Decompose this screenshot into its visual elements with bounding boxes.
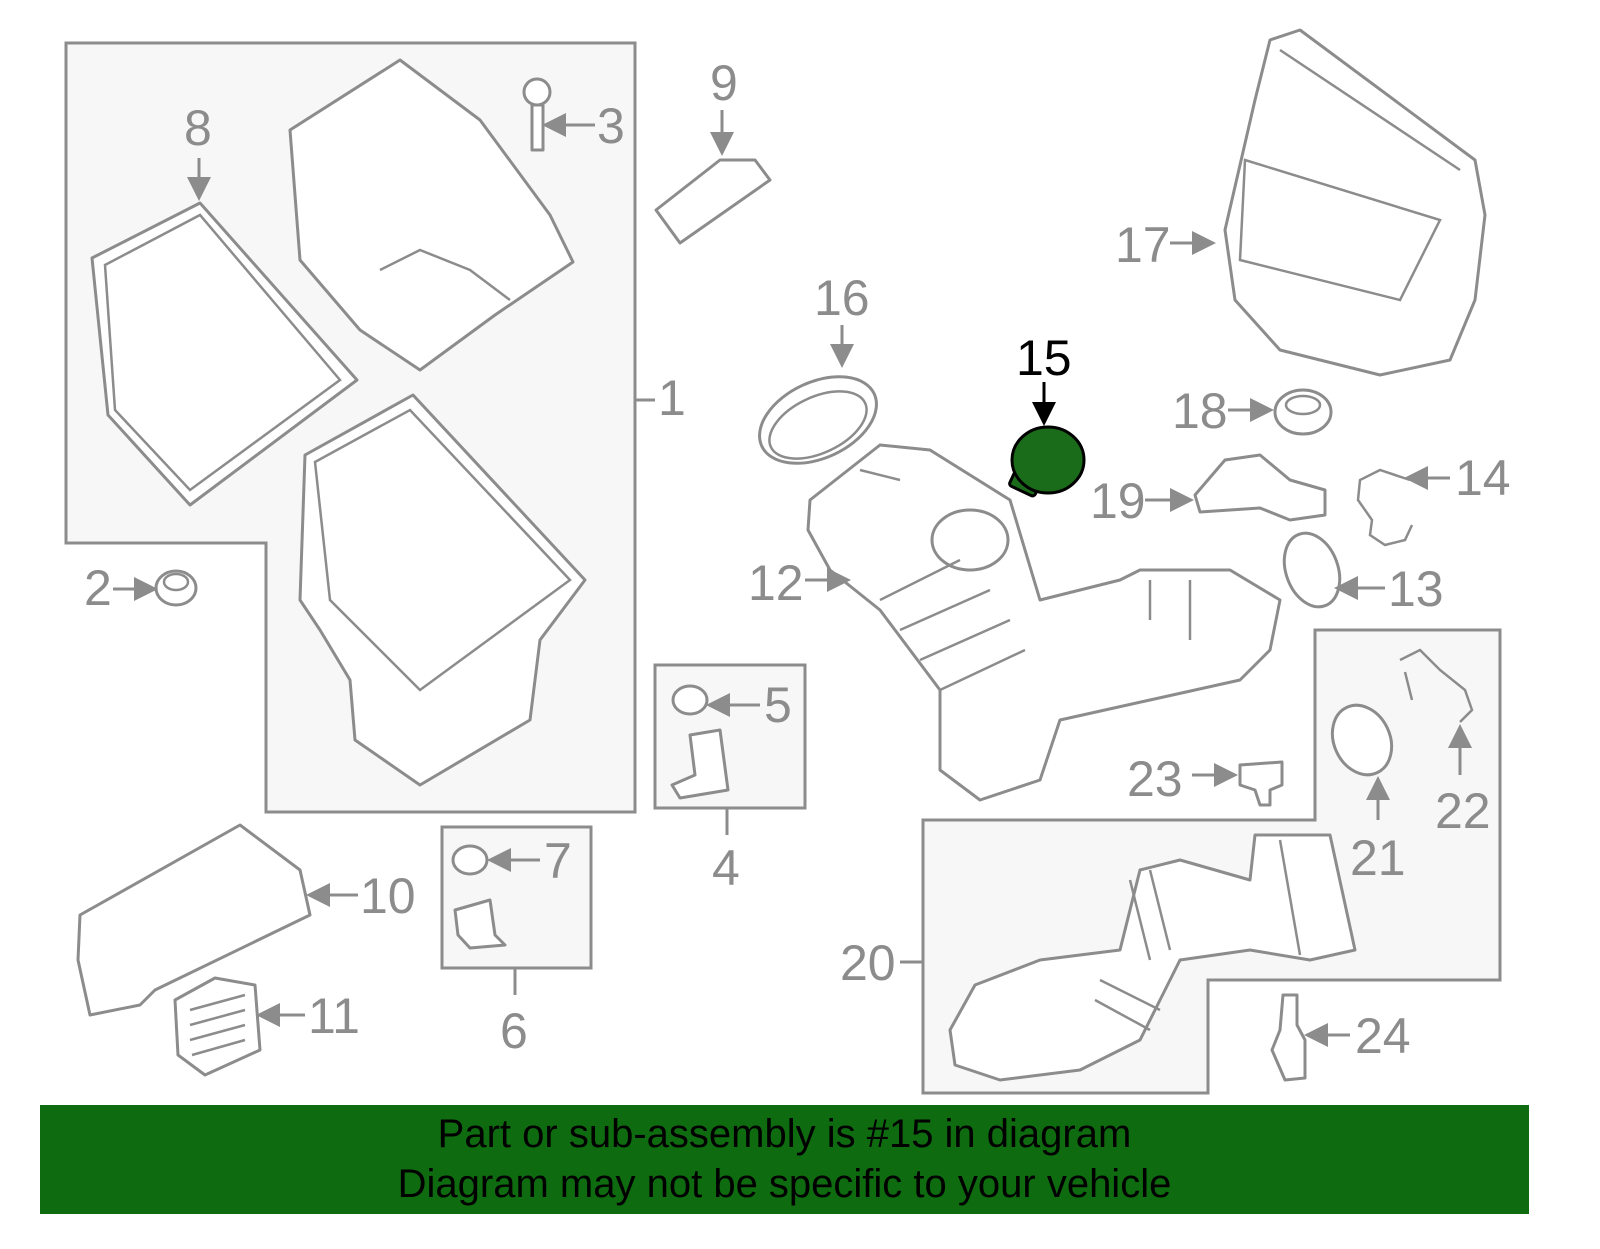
part-19-bracket[interactable] — [1193, 453, 1327, 522]
label-19[interactable]: 19 — [1090, 473, 1146, 529]
part-12-intake-hose[interactable] — [806, 443, 1282, 802]
part-8-air-filter[interactable] — [90, 201, 359, 507]
label-9[interactable]: 9 — [710, 55, 738, 111]
part-7-grommet[interactable] — [451, 844, 489, 876]
label-24[interactable]: 24 — [1355, 1008, 1411, 1064]
banner-line-2: Diagram may not be specific to your vehi… — [397, 1162, 1172, 1206]
part-2-grommet[interactable] — [154, 569, 198, 607]
part-15-highlighted[interactable] — [1008, 425, 1086, 498]
part-4-bracket[interactable] — [670, 728, 730, 800]
label-22[interactable]: 22 — [1435, 783, 1491, 839]
label-12[interactable]: 12 — [748, 555, 804, 611]
label-23[interactable]: 23 — [1127, 751, 1183, 807]
part-10-intake-duct[interactable] — [76, 823, 312, 1017]
part-16-clamp[interactable] — [746, 359, 891, 480]
label-10[interactable]: 10 — [360, 868, 416, 924]
label-21[interactable]: 21 — [1350, 830, 1406, 886]
info-banner: Part or sub-assembly is #15 in diagram D… — [40, 1105, 1529, 1214]
label-3[interactable]: 3 — [597, 98, 625, 154]
label-11[interactable]: 11 — [308, 988, 360, 1044]
part-21-seal-ring[interactable] — [1321, 696, 1402, 785]
label-1[interactable]: 1 — [658, 370, 686, 426]
banner-line-1: Part or sub-assembly is #15 in diagram — [437, 1112, 1132, 1156]
label-18[interactable]: 18 — [1172, 383, 1228, 439]
label-2[interactable]: 2 — [84, 560, 112, 616]
label-17[interactable]: 17 — [1115, 217, 1171, 273]
part-14-hose[interactable] — [1356, 468, 1414, 547]
part-18-grommet[interactable] — [1273, 388, 1333, 436]
part-11-grille[interactable] — [173, 976, 262, 1077]
label-8[interactable]: 8 — [184, 100, 212, 156]
part-24-sensor[interactable] — [1270, 993, 1307, 1082]
leader-lines — [113, 110, 1472, 1047]
label-13[interactable]: 13 — [1388, 561, 1444, 617]
part-1-airbox-lower[interactable] — [298, 393, 587, 787]
label-16[interactable]: 16 — [814, 270, 870, 326]
label-7[interactable]: 7 — [544, 833, 572, 889]
label-5[interactable]: 5 — [764, 677, 792, 733]
label-15[interactable]: 15 — [1016, 330, 1072, 386]
part-1-airbox-cover[interactable] — [288, 58, 575, 372]
label-6[interactable]: 6 — [500, 1003, 528, 1059]
label-20[interactable]: 20 — [840, 935, 896, 991]
part-13-seal-ring[interactable] — [1275, 525, 1350, 614]
part-23-sensor[interactable] — [1238, 760, 1284, 807]
part-20-intake-hose[interactable] — [948, 833, 1357, 1082]
part-22-hose[interactable] — [1399, 648, 1474, 723]
part-5-grommet[interactable] — [671, 684, 709, 716]
callout-labels: 1 2 3 4 5 6 7 8 9 10 11 12 13 14 15 16 1… — [84, 55, 1511, 1064]
label-4[interactable]: 4 — [712, 840, 740, 896]
label-14[interactable]: 14 — [1455, 450, 1511, 506]
part-17-airbox-upper[interactable] — [1223, 28, 1487, 377]
part-6-clip[interactable] — [453, 898, 507, 950]
part-9-sensor[interactable] — [654, 158, 772, 245]
